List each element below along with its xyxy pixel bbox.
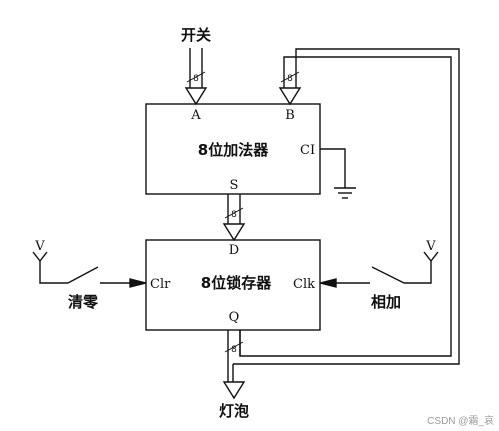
add-switch [319, 251, 439, 288]
port-a-label: A [190, 108, 201, 123]
port-q-label: Q [229, 310, 240, 325]
q-bus-width: 8 [231, 345, 237, 355]
bulb-label: 灯泡 [219, 402, 249, 420]
clear-switch [32, 251, 147, 288]
v-right-label: V [425, 239, 436, 254]
clear-label: 清零 [68, 293, 99, 311]
port-d-label: D [229, 243, 239, 258]
feedback-bus-width: 8 [287, 74, 293, 84]
adder-block [145, 103, 321, 195]
port-s-label: S [230, 178, 239, 193]
v-left-label: V [34, 239, 45, 254]
adder-title: 8位加法器 [198, 141, 269, 159]
sum-bus [222, 194, 246, 242]
ci-ground [320, 148, 356, 199]
output-bus [222, 330, 246, 400]
latch-block [145, 239, 321, 331]
sum-bus-width: 8 [231, 210, 237, 220]
watermark: CSDN @霜_哀 [427, 414, 494, 427]
port-clk-label: Clk [293, 277, 315, 292]
switch-bus-width: 8 [193, 74, 199, 84]
add-label: 相加 [371, 293, 401, 311]
latch-title: 8位锁存器 [201, 274, 272, 292]
switch-label: 开关 [181, 26, 211, 44]
port-clr-label: Clr [150, 277, 171, 292]
port-b-label: B [285, 108, 295, 123]
switch-input-bus [184, 48, 208, 106]
port-ci-label: CI [300, 143, 315, 158]
